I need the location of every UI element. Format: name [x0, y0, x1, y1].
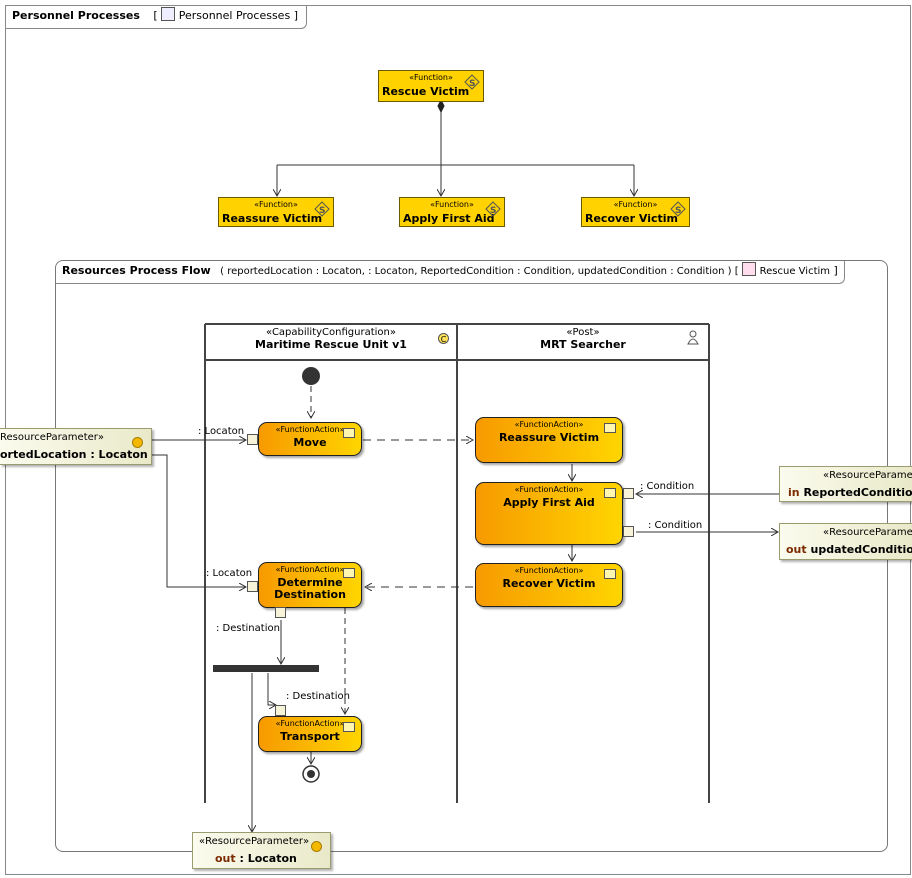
outer-frame-title: Personnel Processes: [12, 9, 140, 22]
action-apply-first-aid[interactable]: «FunctionAction» Apply First Aid: [475, 482, 623, 545]
lane-name: Maritime Rescue Unit v1: [255, 338, 407, 351]
action-icon: [343, 428, 355, 438]
param-name: ortedLocation : Locaton: [0, 448, 148, 461]
function-apply-first-aid[interactable]: «Function» Apply First Aid S: [399, 197, 505, 227]
action-stereotype: «FunctionAction»: [275, 719, 345, 728]
param-dot-icon: [311, 841, 322, 852]
flow-label-condition-in: : Condition: [640, 481, 695, 492]
flow-label-locaton-2: : Locaton: [206, 568, 253, 579]
action-icon: [604, 423, 616, 433]
param-direction: in: [788, 486, 800, 499]
function-icon: S: [464, 74, 480, 90]
flow-label-locaton-1: : Locaton: [198, 426, 245, 437]
action-stereotype: «FunctionAction»: [275, 565, 345, 574]
activity-frame-signature: ( reportedLocation : Locaton, : Locaton,…: [220, 266, 739, 277]
function-name: Recover Victim: [585, 212, 678, 225]
action-stereotype: «FunctionAction»: [275, 425, 345, 434]
outer-frame-tab[interactable]: Personnel Processes [ Personnel Processe…: [6, 6, 307, 29]
param-dot-icon: [132, 437, 143, 448]
function-name: Apply First Aid: [403, 212, 495, 225]
action-recover-victim[interactable]: «FunctionAction» Recover Victim: [475, 563, 623, 607]
activity-frame: Resources Process Flow ( reportedLocatio…: [55, 260, 888, 852]
function-recover-victim[interactable]: «Function» Recover Victim S: [581, 197, 690, 227]
function-rescue-victim[interactable]: «Function» Rescue Victim S: [378, 70, 484, 102]
pin-move-in[interactable]: [247, 434, 258, 445]
action-move[interactable]: «FunctionAction» Move: [258, 422, 362, 456]
function-stereotype: «Function»: [254, 200, 298, 209]
action-name: Apply First Aid: [503, 496, 595, 509]
param-stereotype: «ResourceParame: [823, 527, 912, 538]
activity-frame-close: ]: [833, 264, 838, 277]
param-direction: out: [786, 543, 807, 556]
param-out-location[interactable]: «ResourceParameter» out : Locaton: [192, 832, 331, 869]
flow-label-destination-1: : Destination: [216, 623, 280, 634]
capability-icon: C: [438, 333, 449, 344]
action-icon: [343, 568, 355, 578]
function-reassure-victim[interactable]: «Function» Reassure Victim S: [218, 197, 334, 227]
action-stereotype: «FunctionAction»: [514, 420, 584, 429]
param-reported-location[interactable]: ResourceParameter» ortedLocation : Locat…: [0, 428, 152, 465]
flow-lines: [152, 386, 779, 832]
action-stereotype: «FunctionAction»: [514, 566, 584, 575]
activity-frame-tab[interactable]: Resources Process Flow ( reportedLocatio…: [56, 261, 845, 284]
action-determine-destination[interactable]: «FunctionAction» Determine Destination: [258, 562, 362, 608]
flow-label-condition-out: : Condition: [648, 520, 703, 531]
action-icon: [343, 722, 355, 732]
action-stereotype: «FunctionAction»: [514, 485, 584, 494]
function-icon: S: [670, 201, 686, 217]
svg-text:S: S: [675, 206, 681, 216]
action-transport[interactable]: «FunctionAction» Transport: [258, 716, 362, 752]
function-stereotype: «Function»: [613, 200, 658, 209]
activity-frame-title: Resources Process Flow: [62, 264, 211, 277]
action-name: Recover Victim: [502, 577, 596, 590]
param-name: updatedCondition :: [810, 543, 912, 556]
pin-transport-in[interactable]: [275, 705, 286, 716]
action-name: Determine Destination: [274, 576, 346, 601]
pin-determine-out[interactable]: [275, 607, 286, 618]
lane-name: MRT Searcher: [540, 338, 626, 351]
svg-text:S: S: [490, 206, 496, 216]
lane-header-capability[interactable]: «CapabilityConfiguration» Maritime Rescu…: [207, 327, 455, 358]
outer-frame-ref: Personnel Processes: [178, 9, 291, 22]
action-name: Reassure Victim: [498, 431, 600, 444]
param-reported-condition[interactable]: «ResourceParame in ReportedCondition :: [779, 466, 912, 502]
action-name: Transport: [280, 730, 340, 743]
function-stereotype: «Function»: [409, 73, 453, 82]
activity-diagram-icon: [742, 262, 757, 276]
param-name: : Locaton: [235, 852, 297, 865]
lane-stereotype: «CapabilityConfiguration»: [266, 327, 396, 338]
function-name: Reassure Victim: [222, 212, 323, 225]
function-icon: S: [314, 201, 330, 217]
flow-label-destination-2: : Destination: [286, 691, 350, 702]
action-icon: [604, 488, 616, 498]
fork-bar: [213, 665, 319, 672]
diagram-icon: [161, 7, 176, 21]
activity-frame-ref: Rescue Victim: [759, 266, 831, 277]
param-direction: out: [215, 852, 236, 865]
function-stereotype: «Function»: [430, 200, 474, 209]
param-updated-condition[interactable]: «ResourceParame out updatedCondition :: [779, 523, 912, 560]
param-stereotype: «ResourceParameter»: [199, 836, 310, 847]
action-reassure-victim[interactable]: «FunctionAction» Reassure Victim: [475, 417, 623, 463]
pin-apply-in[interactable]: [623, 488, 634, 499]
initial-node: [302, 367, 320, 385]
pin-determine-in[interactable]: [247, 581, 258, 592]
post-icon: [687, 330, 699, 345]
param-stereotype: ResourceParameter»: [0, 432, 105, 443]
lane-header-post[interactable]: «Post» MRT Searcher: [459, 327, 707, 358]
function-name: Rescue Victim: [382, 85, 470, 98]
action-name: Move: [293, 436, 327, 449]
param-name: ReportedCondition :: [803, 486, 912, 499]
action-icon: [604, 569, 616, 579]
function-tree-lines: [277, 98, 634, 196]
svg-text:S: S: [469, 79, 475, 89]
param-stereotype: «ResourceParame: [823, 470, 912, 481]
lane-stereotype: «Post»: [566, 327, 600, 338]
activity-final-node: [302, 765, 320, 783]
function-icon: S: [485, 201, 501, 217]
swimlane-lines: [204, 323, 710, 803]
pin-apply-out[interactable]: [623, 526, 634, 537]
svg-text:S: S: [319, 206, 325, 216]
